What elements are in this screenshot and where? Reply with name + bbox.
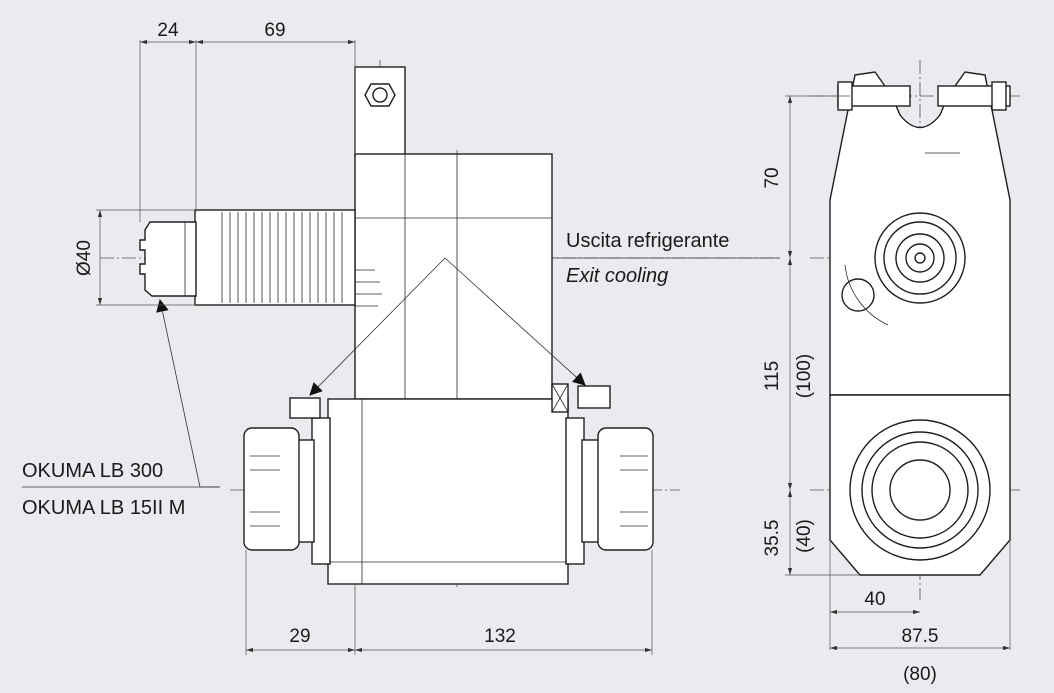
front-view: [22, 39, 780, 655]
dim-70-label: 70: [762, 167, 783, 188]
dim-87-5-label: 87.5: [902, 626, 939, 647]
dim-40p-label: (40): [794, 519, 815, 553]
coolant-label-en: Exit cooling: [566, 265, 668, 287]
left-flange: [311, 417, 331, 565]
coolant-nozzle-left: [289, 397, 321, 419]
dim-40-label: 40: [864, 589, 885, 610]
shank-grooves: [221, 212, 343, 303]
body-lower-block: [327, 398, 569, 585]
lower-spindle-outer: [849, 419, 991, 561]
coolant-leader-right: [444, 257, 586, 386]
coolant-leader-left: [309, 257, 446, 396]
dim-dia40-label: Ø40: [74, 240, 95, 276]
left-collet-nut: [243, 427, 300, 551]
dim-24-label: 24: [157, 20, 179, 41]
machine-label-1: OKUMA LB 300: [22, 460, 163, 482]
clamp-arm: [354, 66, 406, 158]
dim-29-label: 29: [289, 626, 310, 647]
body-upper-block: [354, 153, 553, 400]
coolant-port-circle: [841, 278, 875, 312]
right-flange: [565, 417, 585, 565]
dim-80-label: (80): [903, 664, 937, 685]
shank: [194, 209, 356, 306]
coolant-nozzle-right: [577, 385, 611, 409]
dim-100-label: (100): [794, 354, 815, 398]
dim-115-label: 115: [762, 361, 783, 391]
coolant-label-it: Uscita refrigerante: [566, 230, 729, 252]
right-collet-nut: [597, 427, 654, 551]
hex-nut-hole: [372, 87, 388, 103]
machine-leader: [156, 298, 220, 488]
side-view: [785, 60, 1020, 651]
dim-35-5-label: 35.5: [762, 520, 783, 557]
dim-132-label: 132: [484, 626, 516, 647]
hex-nut-front: [364, 83, 396, 107]
machine-label-2: OKUMA LB 15II M: [22, 497, 185, 519]
upper-spindle-outer: [874, 212, 966, 304]
dim-69-label: 69: [264, 20, 285, 41]
shank-tip: [139, 221, 197, 297]
